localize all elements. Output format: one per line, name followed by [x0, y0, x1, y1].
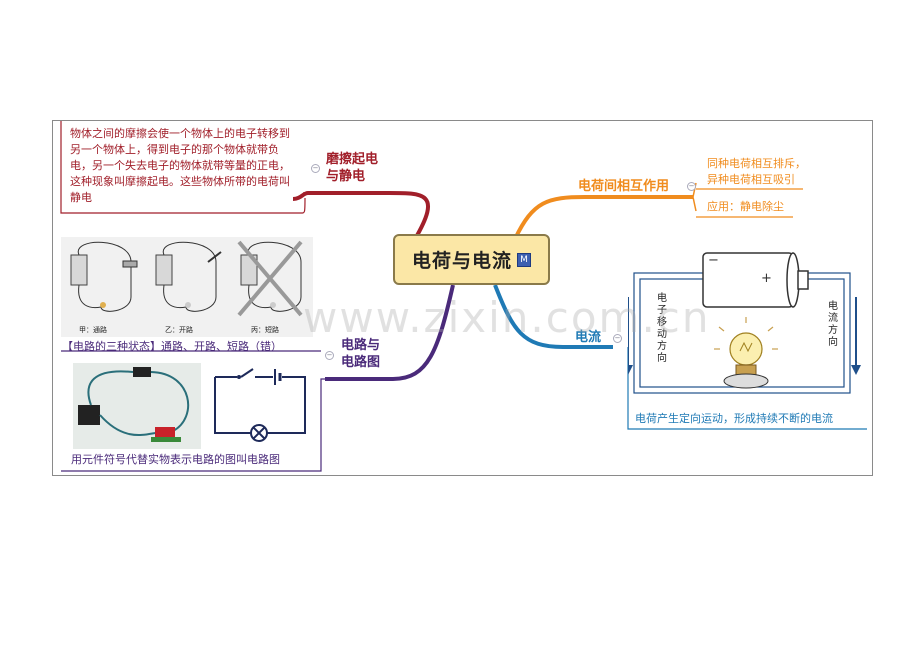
connector-circuit — [325, 284, 455, 381]
interaction-rule: 同种电荷相互排斥， 异种电荷相互吸引 — [707, 157, 806, 186]
central-topic[interactable]: 电荷与电流 M — [393, 234, 550, 285]
state-caption-open: 乙：开路 — [165, 326, 193, 334]
circuit-diagram-caption: 用元件符号代替实物表示电路的图叫电路图 — [71, 453, 280, 466]
state-short-circuit — [237, 240, 303, 317]
collapse-friction-icon[interactable]: − — [311, 164, 320, 173]
collapse-circuit-icon[interactable]: − — [325, 351, 334, 360]
branch-interaction-label[interactable]: 电荷间相互作用 — [578, 179, 670, 194]
collapse-current-icon[interactable]: − — [613, 334, 622, 343]
circuit-states-drawing — [70, 240, 303, 317]
branch-connectors — [60, 121, 867, 472]
electron-direction-label: 电子移动方向 — [657, 293, 667, 364]
connector-friction — [292, 190, 430, 241]
branch-circuit-label[interactable]: 电路与 电路图 — [341, 338, 381, 370]
circuit-box-border — [61, 350, 325, 472]
branch-friction-label[interactable]: 磨擦起电 与静电 — [326, 152, 379, 184]
current-caption: 电荷产生定向运动，形成持续不断的电流 — [635, 412, 833, 425]
central-title: 电荷与电流 — [411, 250, 512, 272]
friction-box-border — [60, 121, 306, 214]
state-closed-circuit — [70, 241, 138, 312]
battery-plus-sign: + — [761, 271, 772, 286]
circuit-states-image — [61, 237, 313, 337]
state-caption-closed: 甲：通路 — [79, 326, 107, 334]
friction-description: 物体之间的摩擦会使一个物体上的电子转移到另一个物体上，得到电子的那个物体就带负电… — [70, 127, 290, 204]
current-illustration — [628, 252, 861, 394]
branch-current-label[interactable]: 电流 — [575, 330, 602, 345]
connector-interaction — [513, 195, 693, 240]
mind-map-frame: 物体之间的摩擦会使一个物体上的电子转移到另一个物体上，得到电子的那个物体就带负电… — [52, 120, 873, 476]
real-circuit-photo — [73, 363, 201, 449]
state-caption-short: 丙：短路 — [251, 326, 279, 334]
battery-minus-sign: − — [708, 253, 719, 268]
collapse-interaction-icon[interactable]: − — [687, 182, 696, 191]
interaction-application: 应用：静电除尘 — [707, 200, 784, 213]
connector-current — [493, 284, 613, 349]
state-open-circuit — [155, 241, 222, 312]
circuit-states-text: 【电路的三种状态】通路、开路、短路（错） — [62, 340, 282, 353]
circuit-schematic — [214, 368, 306, 442]
watermark: www.zixin.com.cn — [303, 293, 711, 342]
mindmap-badge-icon: M — [517, 252, 531, 267]
real-circuit-drawing — [78, 367, 190, 442]
current-direction-label: 电流方向 — [828, 301, 838, 348]
